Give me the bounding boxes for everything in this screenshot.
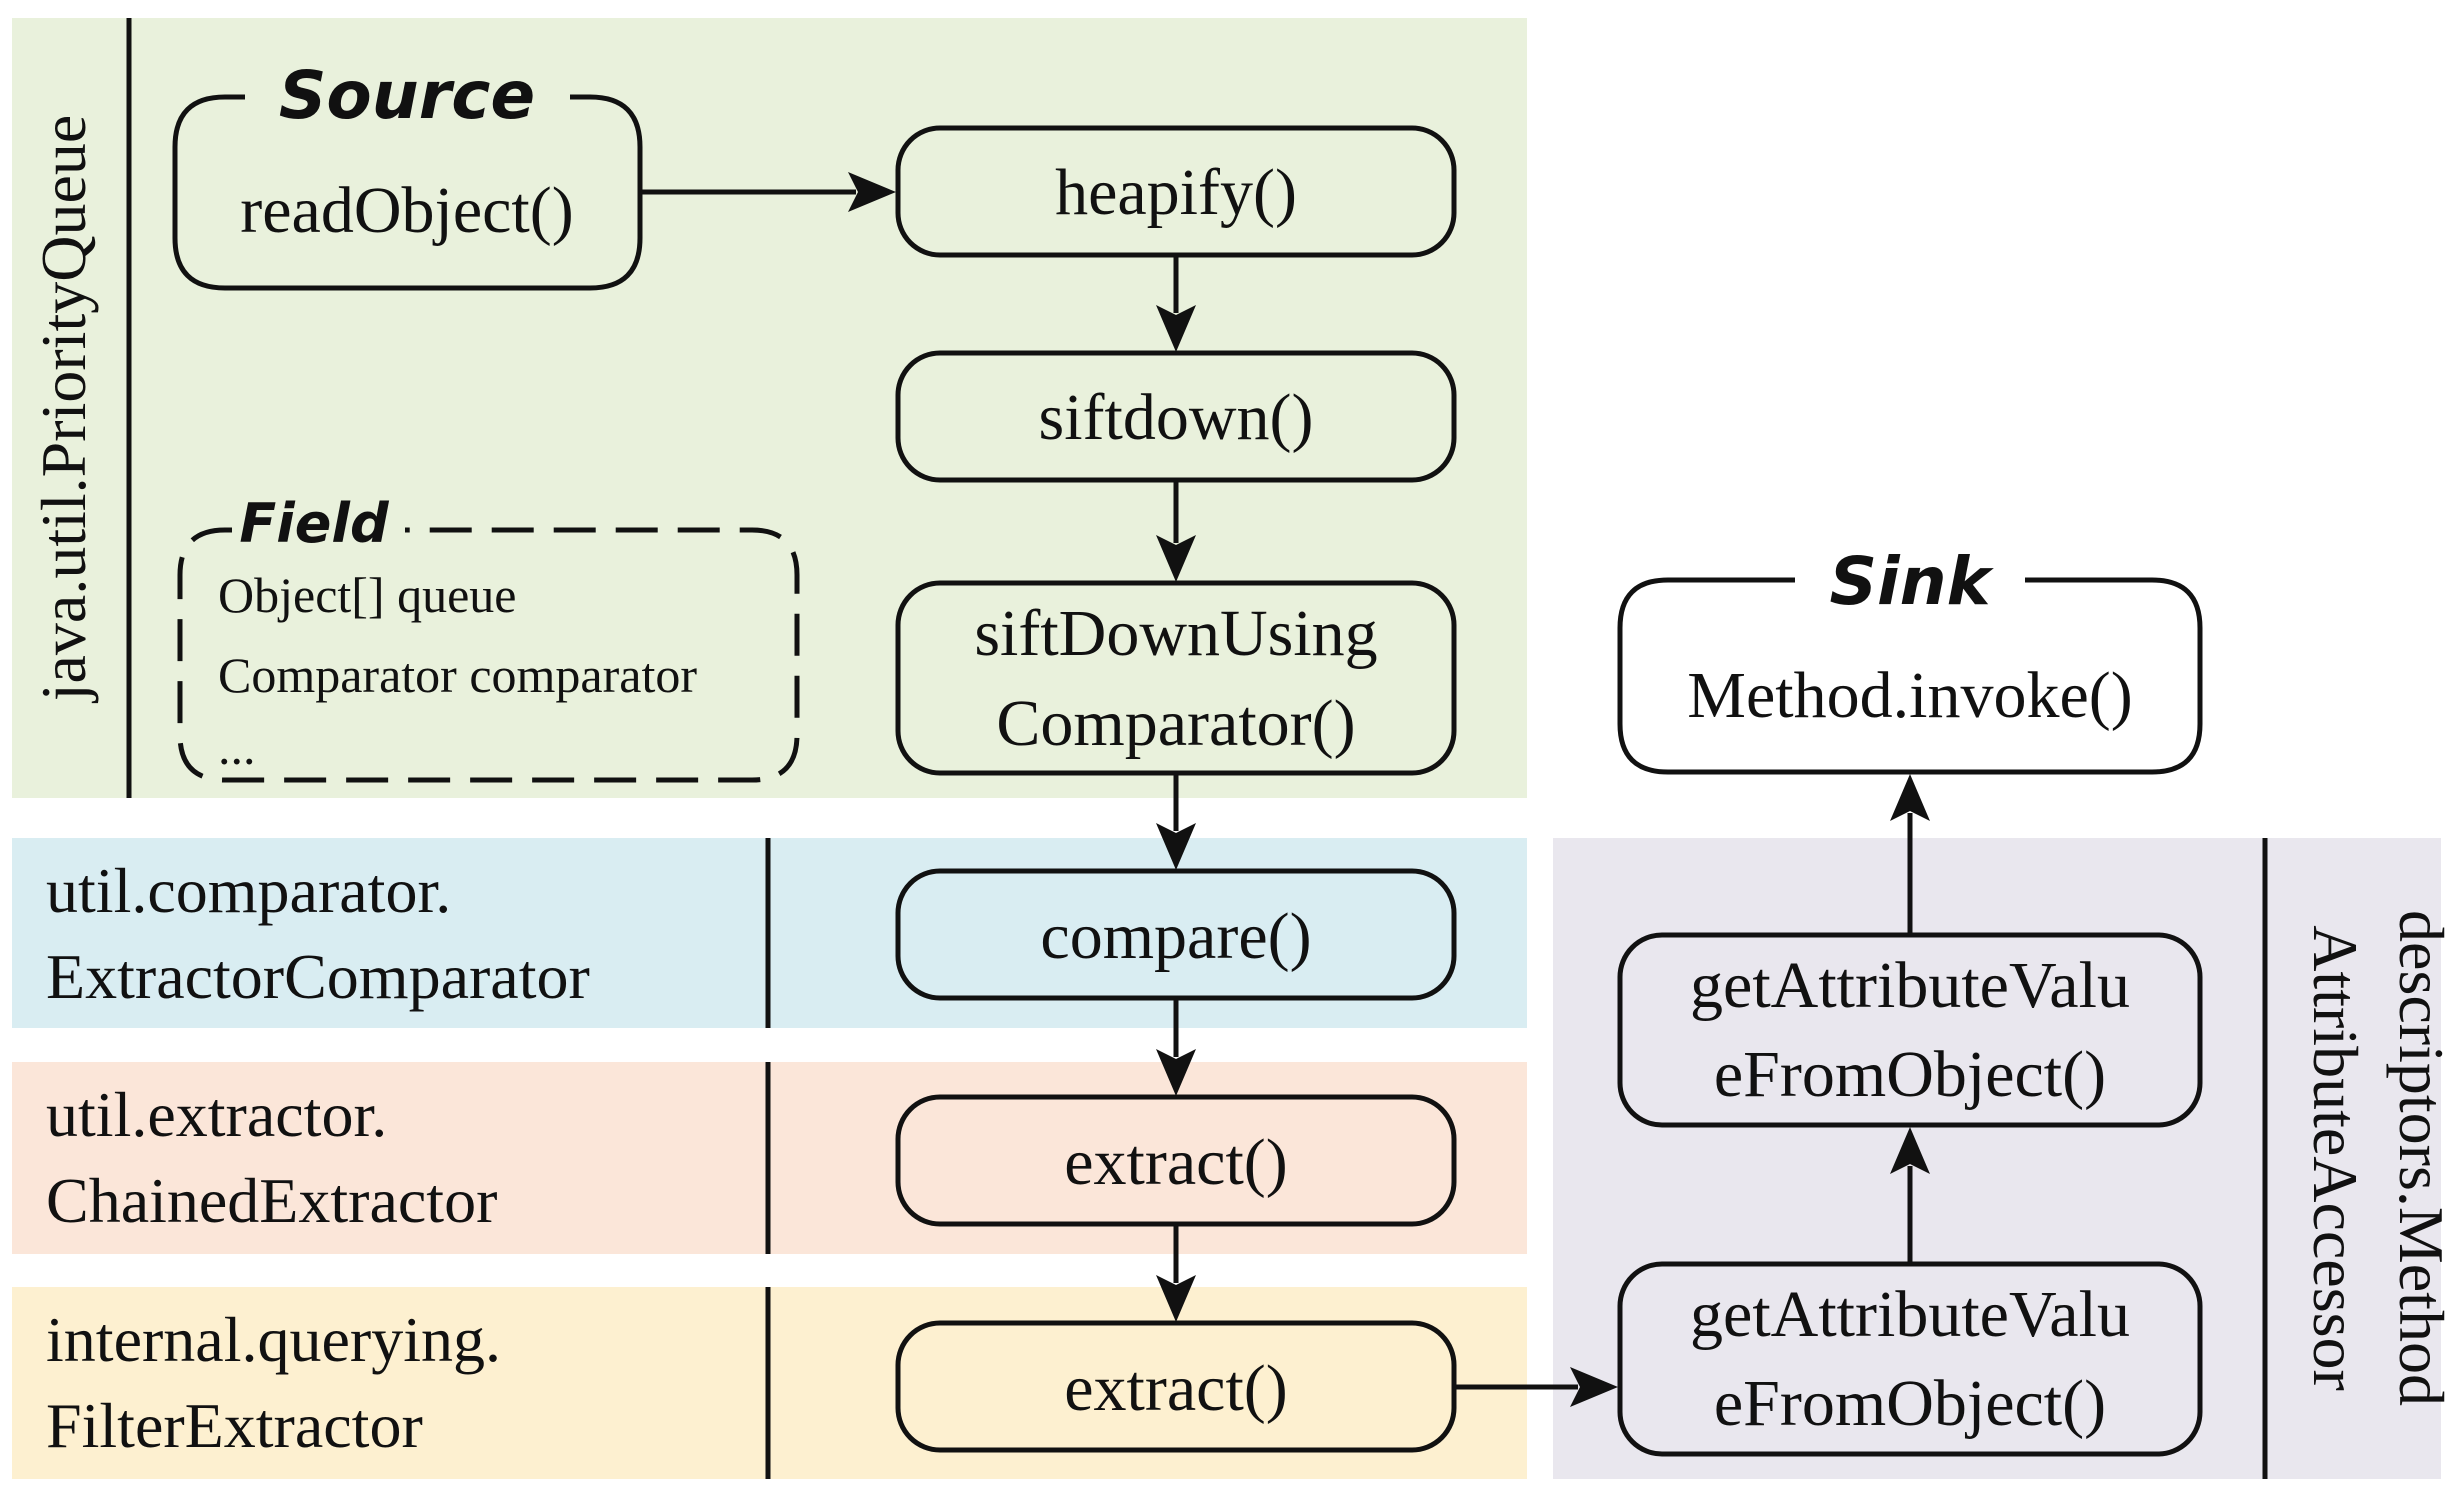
edge-siftdown-using-comparator-to-compare bbox=[1156, 773, 1196, 870]
edge-get-attribute-upper-to-sink bbox=[1890, 774, 1930, 935]
node-siftdown-using-comparator-line1: siftDownUsing bbox=[974, 597, 1377, 670]
node-get-attribute-lower-line2: eFromObject() bbox=[1714, 1367, 2106, 1440]
band-priority-queue bbox=[12, 18, 1527, 798]
node-get-attribute-lower-line1: getAttributeValu bbox=[1690, 1278, 2130, 1351]
edge-get-attribute-lower-to-upper bbox=[1890, 1127, 1930, 1264]
edge-siftdown-to-siftdown-using-comparator bbox=[1156, 480, 1196, 582]
band-label-comparator-line1: util.comparator. bbox=[46, 855, 451, 926]
band-label-chained-extractor-line1: util.extractor. bbox=[46, 1079, 387, 1150]
node-heapify-label: heapify() bbox=[1055, 156, 1297, 229]
sink-label: Method.invoke() bbox=[1687, 659, 2132, 732]
node-extract-chained-label: extract() bbox=[1064, 1126, 1288, 1199]
node-get-attribute-upper-line1: getAttributeValu bbox=[1690, 949, 2130, 1022]
source-label: readObject() bbox=[240, 174, 573, 247]
band-label-method-accessor-line1: descriptors.Method bbox=[2386, 910, 2454, 1406]
node-siftdown-label: siftdown() bbox=[1039, 381, 1314, 454]
band-label-chained-extractor-line2: ChainedExtractor bbox=[46, 1165, 497, 1236]
node-extract-filter-label: extract() bbox=[1064, 1352, 1288, 1425]
band-label-method-accessor: descriptors.Method AttributeAccessor bbox=[2300, 910, 2454, 1406]
band-label-comparator-line2: ExtractorComparator bbox=[46, 941, 590, 1012]
edge-heapify-to-siftdown bbox=[1156, 255, 1196, 352]
source-box bbox=[172, 94, 643, 291]
edge-compare-to-extract-chained bbox=[1156, 998, 1196, 1096]
field-item-queue: Object[] queue bbox=[218, 567, 516, 623]
field-item-ellipsis: ... bbox=[218, 719, 256, 775]
band-label-filter-extractor-line2: FilterExtractor bbox=[46, 1390, 423, 1461]
sink-box bbox=[1617, 577, 2203, 775]
band-label-filter-extractor-line1: internal.querying. bbox=[46, 1304, 501, 1375]
field-item-comparator: Comparator comparator bbox=[218, 647, 697, 703]
node-get-attribute-upper-line2: eFromObject() bbox=[1714, 1038, 2106, 1111]
edge-extract-chained-to-extract-filter bbox=[1156, 1224, 1196, 1322]
field-box bbox=[177, 527, 800, 783]
source-title: Source bbox=[279, 57, 535, 134]
field-title: Field bbox=[239, 492, 390, 555]
sink-title: Sink bbox=[1829, 543, 1994, 620]
edge-readobject-to-heapify bbox=[640, 172, 896, 212]
edge-extract-filter-to-get-attribute-lower bbox=[1454, 1367, 1618, 1407]
node-compare-label: compare() bbox=[1040, 900, 1311, 973]
band-label-priority-queue: java.util.PriorityQueue bbox=[28, 115, 99, 704]
node-siftdown-using-comparator-line2: Comparator() bbox=[996, 687, 1355, 760]
band-label-method-accessor-line2: AttributeAccessor bbox=[2300, 925, 2371, 1391]
